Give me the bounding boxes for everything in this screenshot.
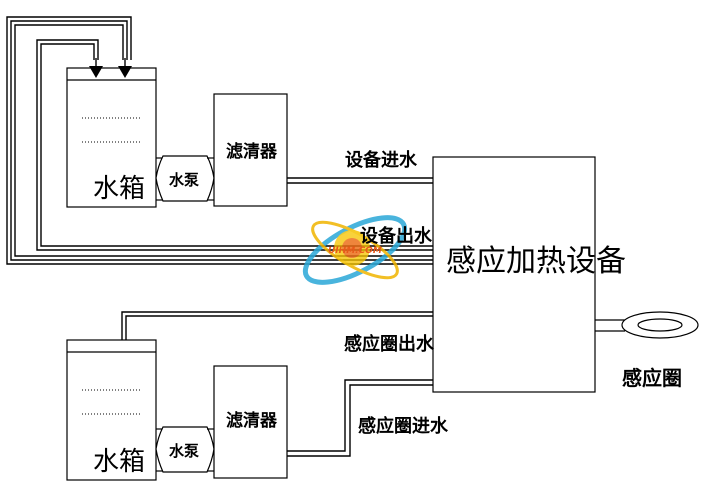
bottom-filter xyxy=(213,365,288,479)
top-filter xyxy=(213,93,288,207)
bottom-tank-label: 水箱 xyxy=(93,447,146,477)
top-tank xyxy=(66,67,157,208)
bottom-system xyxy=(66,311,433,481)
device-outlet-pipes xyxy=(6,16,433,265)
bottom-pump-label: 水泵 xyxy=(169,442,200,460)
uihm-watermark-logo xyxy=(302,215,408,285)
coil-inlet-label: 感应圈进水 xyxy=(358,416,448,437)
top-tank-arrow-right xyxy=(118,66,132,78)
induction-heating-device xyxy=(432,156,596,393)
coil-outlet-pipe-a xyxy=(121,311,433,350)
outlet-loop-outer-1 xyxy=(6,16,433,265)
top-pump-label: 水泵 xyxy=(169,171,200,189)
bottom-filter-label: 滤清器 xyxy=(226,411,277,431)
coil-inlet-pipe-a xyxy=(287,379,433,452)
device-outlet-label: 设备出水 xyxy=(360,226,432,247)
top-pump xyxy=(155,155,215,202)
coil-inlet-pipe-b xyxy=(287,384,433,457)
outlet-loop-inner-2 xyxy=(40,43,433,247)
top-tank-arrow-left xyxy=(89,66,103,78)
outlet-loop-outer-3 xyxy=(14,24,433,257)
bottom-pump xyxy=(155,426,215,473)
coil-label: 感应圈 xyxy=(622,366,682,390)
device-inlet-label: 设备进水 xyxy=(345,150,417,171)
induction-coil-inner xyxy=(637,318,683,332)
coil-outlet-label: 感应圈出水 xyxy=(344,334,434,355)
top-filter-label: 滤清器 xyxy=(226,142,277,162)
watermark-text: UIHM.COM xyxy=(328,246,382,256)
watermark-sun-core xyxy=(342,238,362,258)
outlet-loop-outer-2 xyxy=(10,20,433,261)
coil-outlet-pipe-b xyxy=(125,315,433,350)
bottom-tank xyxy=(66,339,157,481)
watermark-orbit-outer xyxy=(302,215,408,285)
device-label: 感应加热设备 xyxy=(446,244,626,279)
induction-coil-outer xyxy=(621,311,699,339)
top-tank-label: 水箱 xyxy=(93,174,146,204)
outlet-loop-inner-1 xyxy=(36,39,433,251)
top-system xyxy=(66,67,433,208)
